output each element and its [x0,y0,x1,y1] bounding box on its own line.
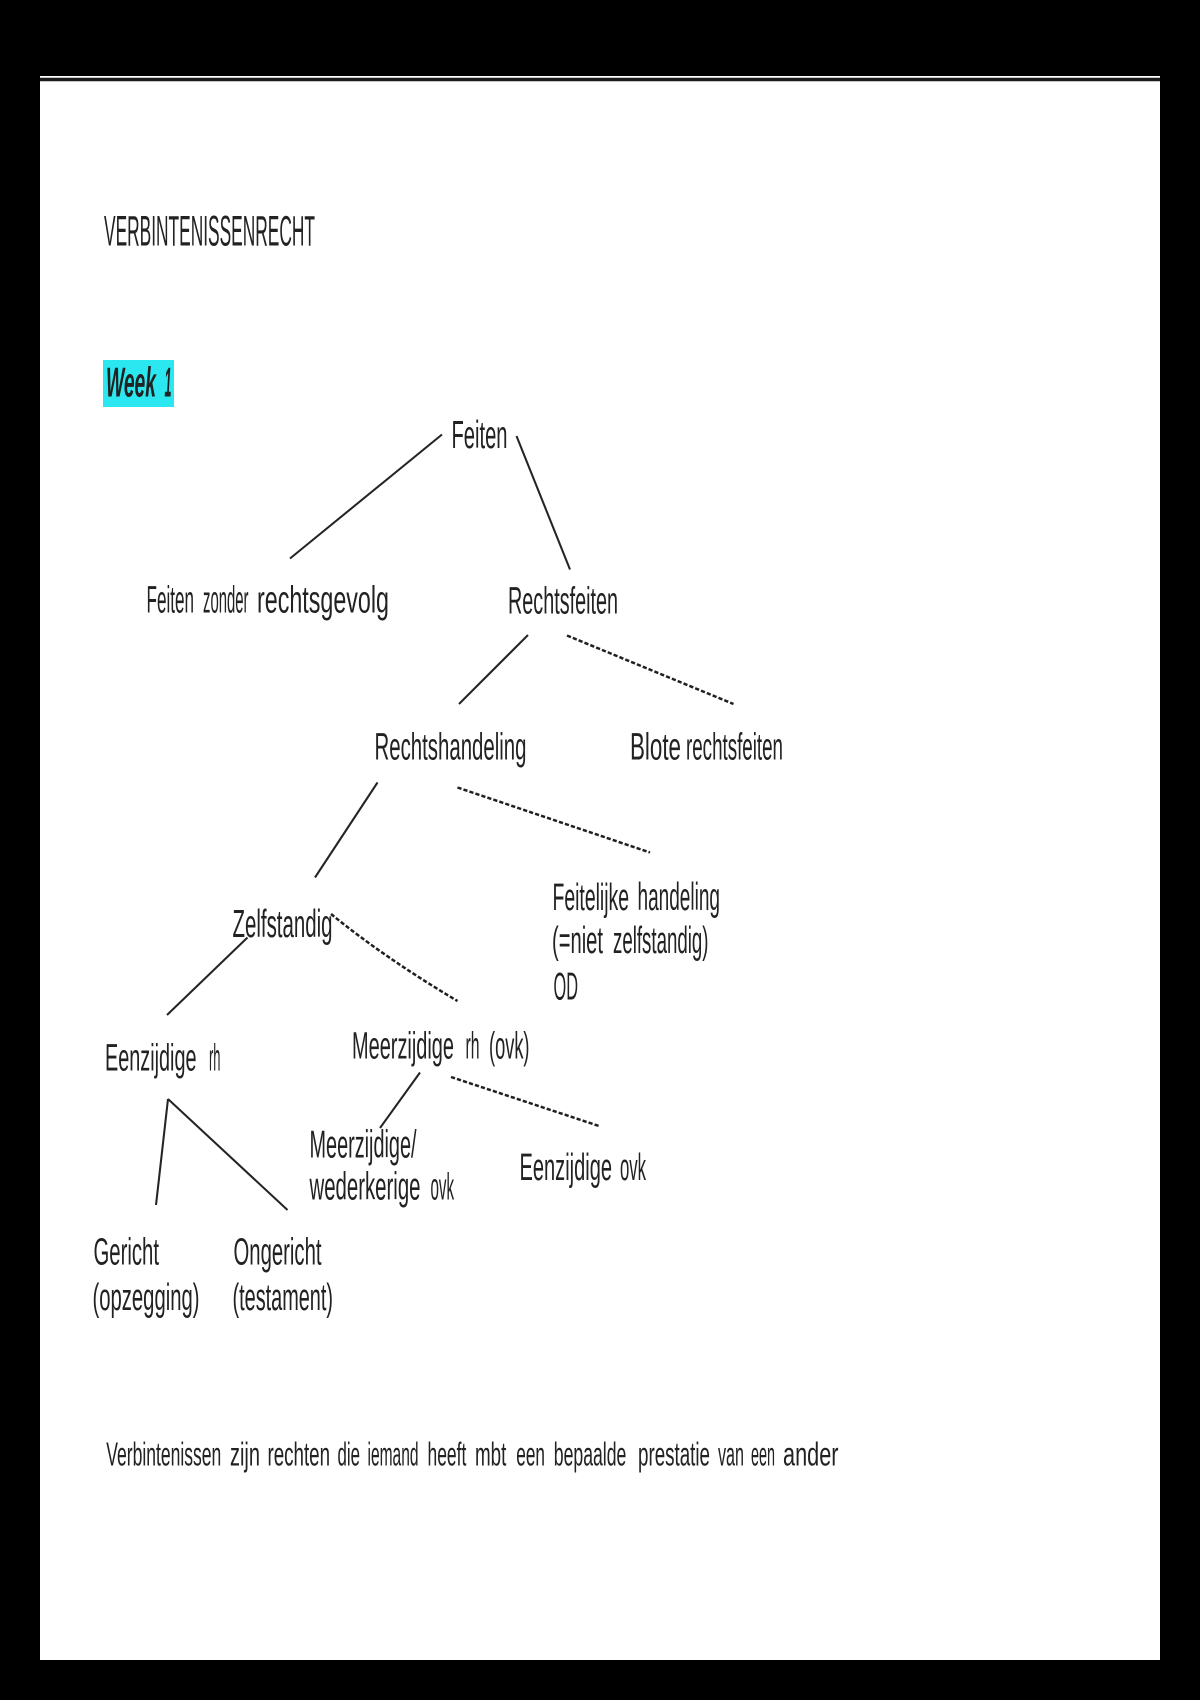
svg-text:Ongericht: Ongericht [234,1231,322,1274]
svg-text:(testament): (testament) [233,1275,334,1318]
svg-text:een: een [516,1436,545,1474]
svg-text:zelfstandig): zelfstandig) [613,919,709,962]
svg-text:OD: OD [554,965,579,1008]
svg-text:Verbintenissen: Verbintenissen [106,1436,221,1474]
svg-text:Meerzijdige/: Meerzijdige/ [310,1123,417,1166]
svg-text:rechten: rechten [268,1437,331,1474]
svg-text:rechtsfeiten: rechtsfeiten [686,725,783,768]
svg-text:rechtsgevolg: rechtsgevolg [257,578,389,621]
svg-text:zijn: zijn [230,1436,260,1473]
svg-text:Blote: Blote [630,726,681,768]
svg-text:(ovk): (ovk) [489,1024,530,1067]
svg-text:prestatie: prestatie [638,1437,710,1474]
svg-text:1: 1 [165,359,172,406]
svg-text:heeft: heeft [428,1436,467,1474]
svg-text:Feiten: Feiten [147,577,195,621]
svg-text:Rechtshandeling: Rechtshandeling [375,726,527,769]
svg-text:Eenzijdige: Eenzijdige [105,1036,197,1079]
svg-text:Feiten: Feiten [452,414,508,457]
svg-text:mbt: mbt [475,1437,506,1474]
svg-text:Meerzijdige: Meerzijdige [352,1024,454,1067]
svg-text:Week: Week [106,360,157,406]
svg-text:ovk: ovk [620,1146,646,1189]
svg-text:die: die [338,1435,361,1473]
svg-text:(opzegging): (opzegging) [93,1276,200,1319]
svg-text:Feitelijke: Feitelijke [553,875,630,918]
svg-text:VERBINTENISSENRECHT: VERBINTENISSENRECHT [104,208,315,255]
svg-text:ander: ander [783,1435,839,1473]
svg-text:een: een [751,1436,775,1473]
svg-text:zonder: zonder [203,579,249,622]
svg-text:bepaalde: bepaalde [554,1436,627,1474]
svg-text:rh: rh [209,1037,221,1080]
svg-text:handeling: handeling [638,876,721,918]
svg-text:Gericht: Gericht [94,1231,160,1274]
svg-text:Eenzijdige: Eenzijdige [520,1146,613,1189]
svg-text:(=niet: (=niet [552,919,603,962]
svg-text:rh: rh [466,1024,480,1067]
svg-text:Zelfstandig: Zelfstandig [233,904,333,947]
svg-text:wederkerige: wederkerige [309,1166,421,1209]
svg-text:iemand: iemand [368,1435,419,1473]
svg-text:Rechtsfeiten: Rechtsfeiten [508,579,618,622]
svg-text:van: van [718,1435,744,1472]
svg-text:ovk: ovk [431,1166,455,1209]
